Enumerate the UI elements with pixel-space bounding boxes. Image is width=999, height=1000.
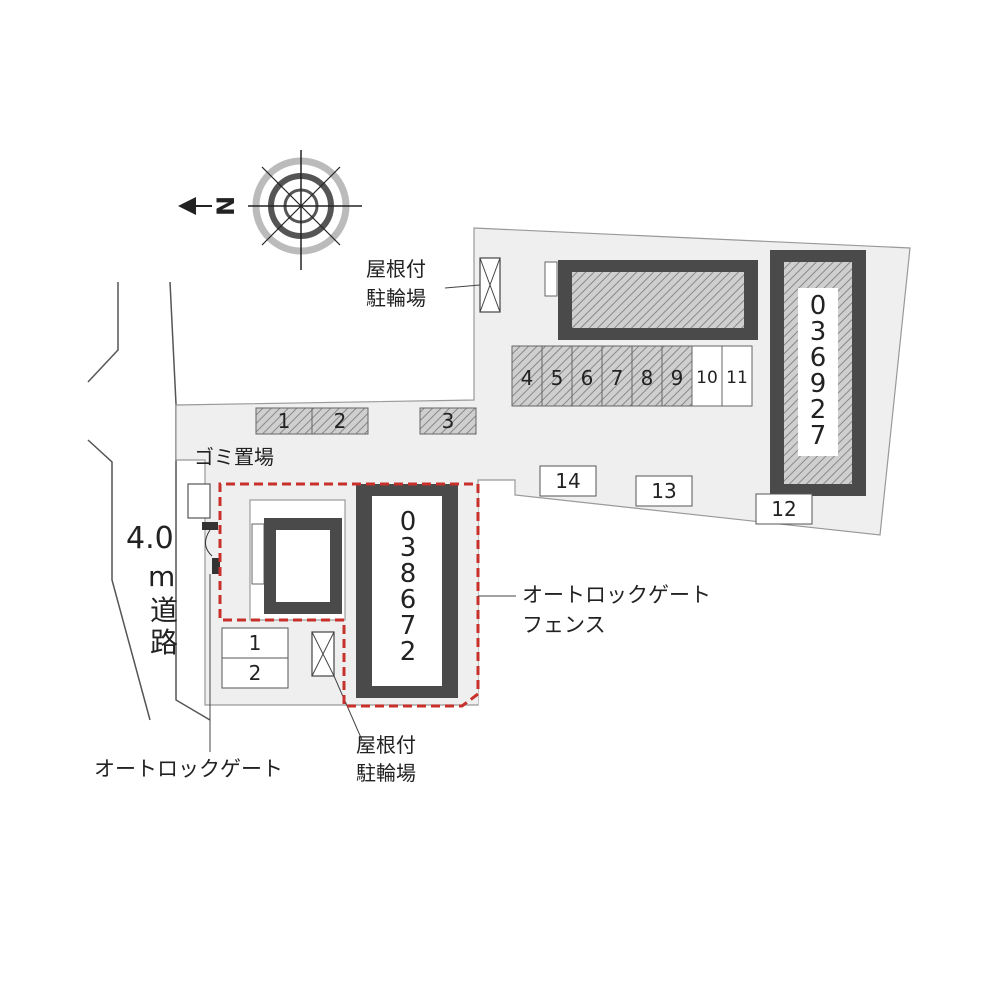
gate-label: オートロックゲート	[94, 757, 283, 781]
id.b_center-digit-1: 3	[400, 533, 417, 563]
id.b_center-digit-0: 0	[400, 507, 417, 537]
id.b_center-digit-4: 7	[400, 611, 417, 641]
inner-parking-2: 2	[249, 661, 262, 685]
bike-parking-top-label-2: 駐輪場	[366, 286, 426, 310]
north-letter: N	[212, 196, 240, 216]
id.b_north-digit-3: 9	[810, 369, 827, 399]
id.b_north-digit-1: 3	[810, 317, 827, 347]
id.b_center-digit-5: 2	[400, 637, 417, 667]
inner-stairs	[251, 523, 265, 585]
fence-label-2: フェンス	[522, 613, 606, 637]
parking-13: 13	[651, 479, 676, 503]
north-arrow-icon	[178, 197, 196, 215]
gate-symbol-lower	[212, 558, 220, 574]
garbage-box	[187, 483, 211, 519]
parking-label-7: 7	[611, 366, 624, 390]
id.b_center-digit-3: 6	[400, 585, 417, 615]
inner-parking-1: 1	[249, 631, 262, 655]
road-edge-left-lower	[87, 439, 151, 721]
parking-label-5: 5	[551, 366, 564, 390]
road-width-label: 4.0	[126, 521, 174, 556]
road-unit-label: m	[148, 560, 175, 593]
bike-parking-top-label-1: 屋根付	[366, 257, 426, 281]
parking-space-7	[601, 345, 633, 407]
parking-space-6	[571, 345, 603, 407]
parking-space-9	[661, 345, 693, 407]
bike-parking-inner-label-1: 屋根付	[356, 733, 416, 757]
id.b_north-digit-0: 0	[810, 291, 827, 321]
annex-stairs-top	[544, 261, 558, 297]
garbage-label: ゴミ置場	[194, 445, 274, 469]
id.b_center-digit-2: 8	[400, 559, 417, 589]
parking-label-4: 4	[521, 366, 534, 390]
parking-14: 14	[555, 469, 580, 493]
fence-label-1: オートロックゲート	[522, 583, 711, 607]
autolock-fence	[218, 482, 480, 708]
parking-3: 3	[442, 409, 455, 433]
compass: N	[178, 150, 362, 270]
parking-space-10	[691, 345, 723, 407]
parking-2: 2	[334, 409, 347, 433]
id.b_north-digit-2: 6	[810, 343, 827, 373]
parking-label-8: 8	[641, 366, 654, 390]
parking-row-c: 14 13 12	[539, 465, 813, 525]
parking-label-10: 10	[696, 368, 718, 388]
parking-1: 1	[278, 409, 291, 433]
parking-space-11	[721, 345, 753, 407]
gate-symbol-upper	[202, 522, 218, 530]
parking-top-row: 1 2 3	[255, 407, 477, 435]
road-edge-left	[87, 282, 119, 383]
parking-space-4	[511, 345, 543, 407]
parking-12: 12	[771, 497, 796, 521]
parking-label-6: 6	[581, 366, 594, 390]
parking-label-9: 9	[671, 366, 684, 390]
parking-space-5	[541, 345, 573, 407]
parking-label-11: 11	[726, 368, 748, 388]
id.b_north-digit-4: 2	[810, 395, 827, 425]
road-char-1: 道	[150, 594, 178, 627]
bike-parking-inner-label-2: 駐輪場	[356, 761, 416, 785]
parking-space-8	[631, 345, 663, 407]
id.b_north-digit-5: 7	[810, 421, 827, 451]
road-edge-right	[169, 281, 211, 721]
road-char-2: 路	[150, 626, 178, 659]
